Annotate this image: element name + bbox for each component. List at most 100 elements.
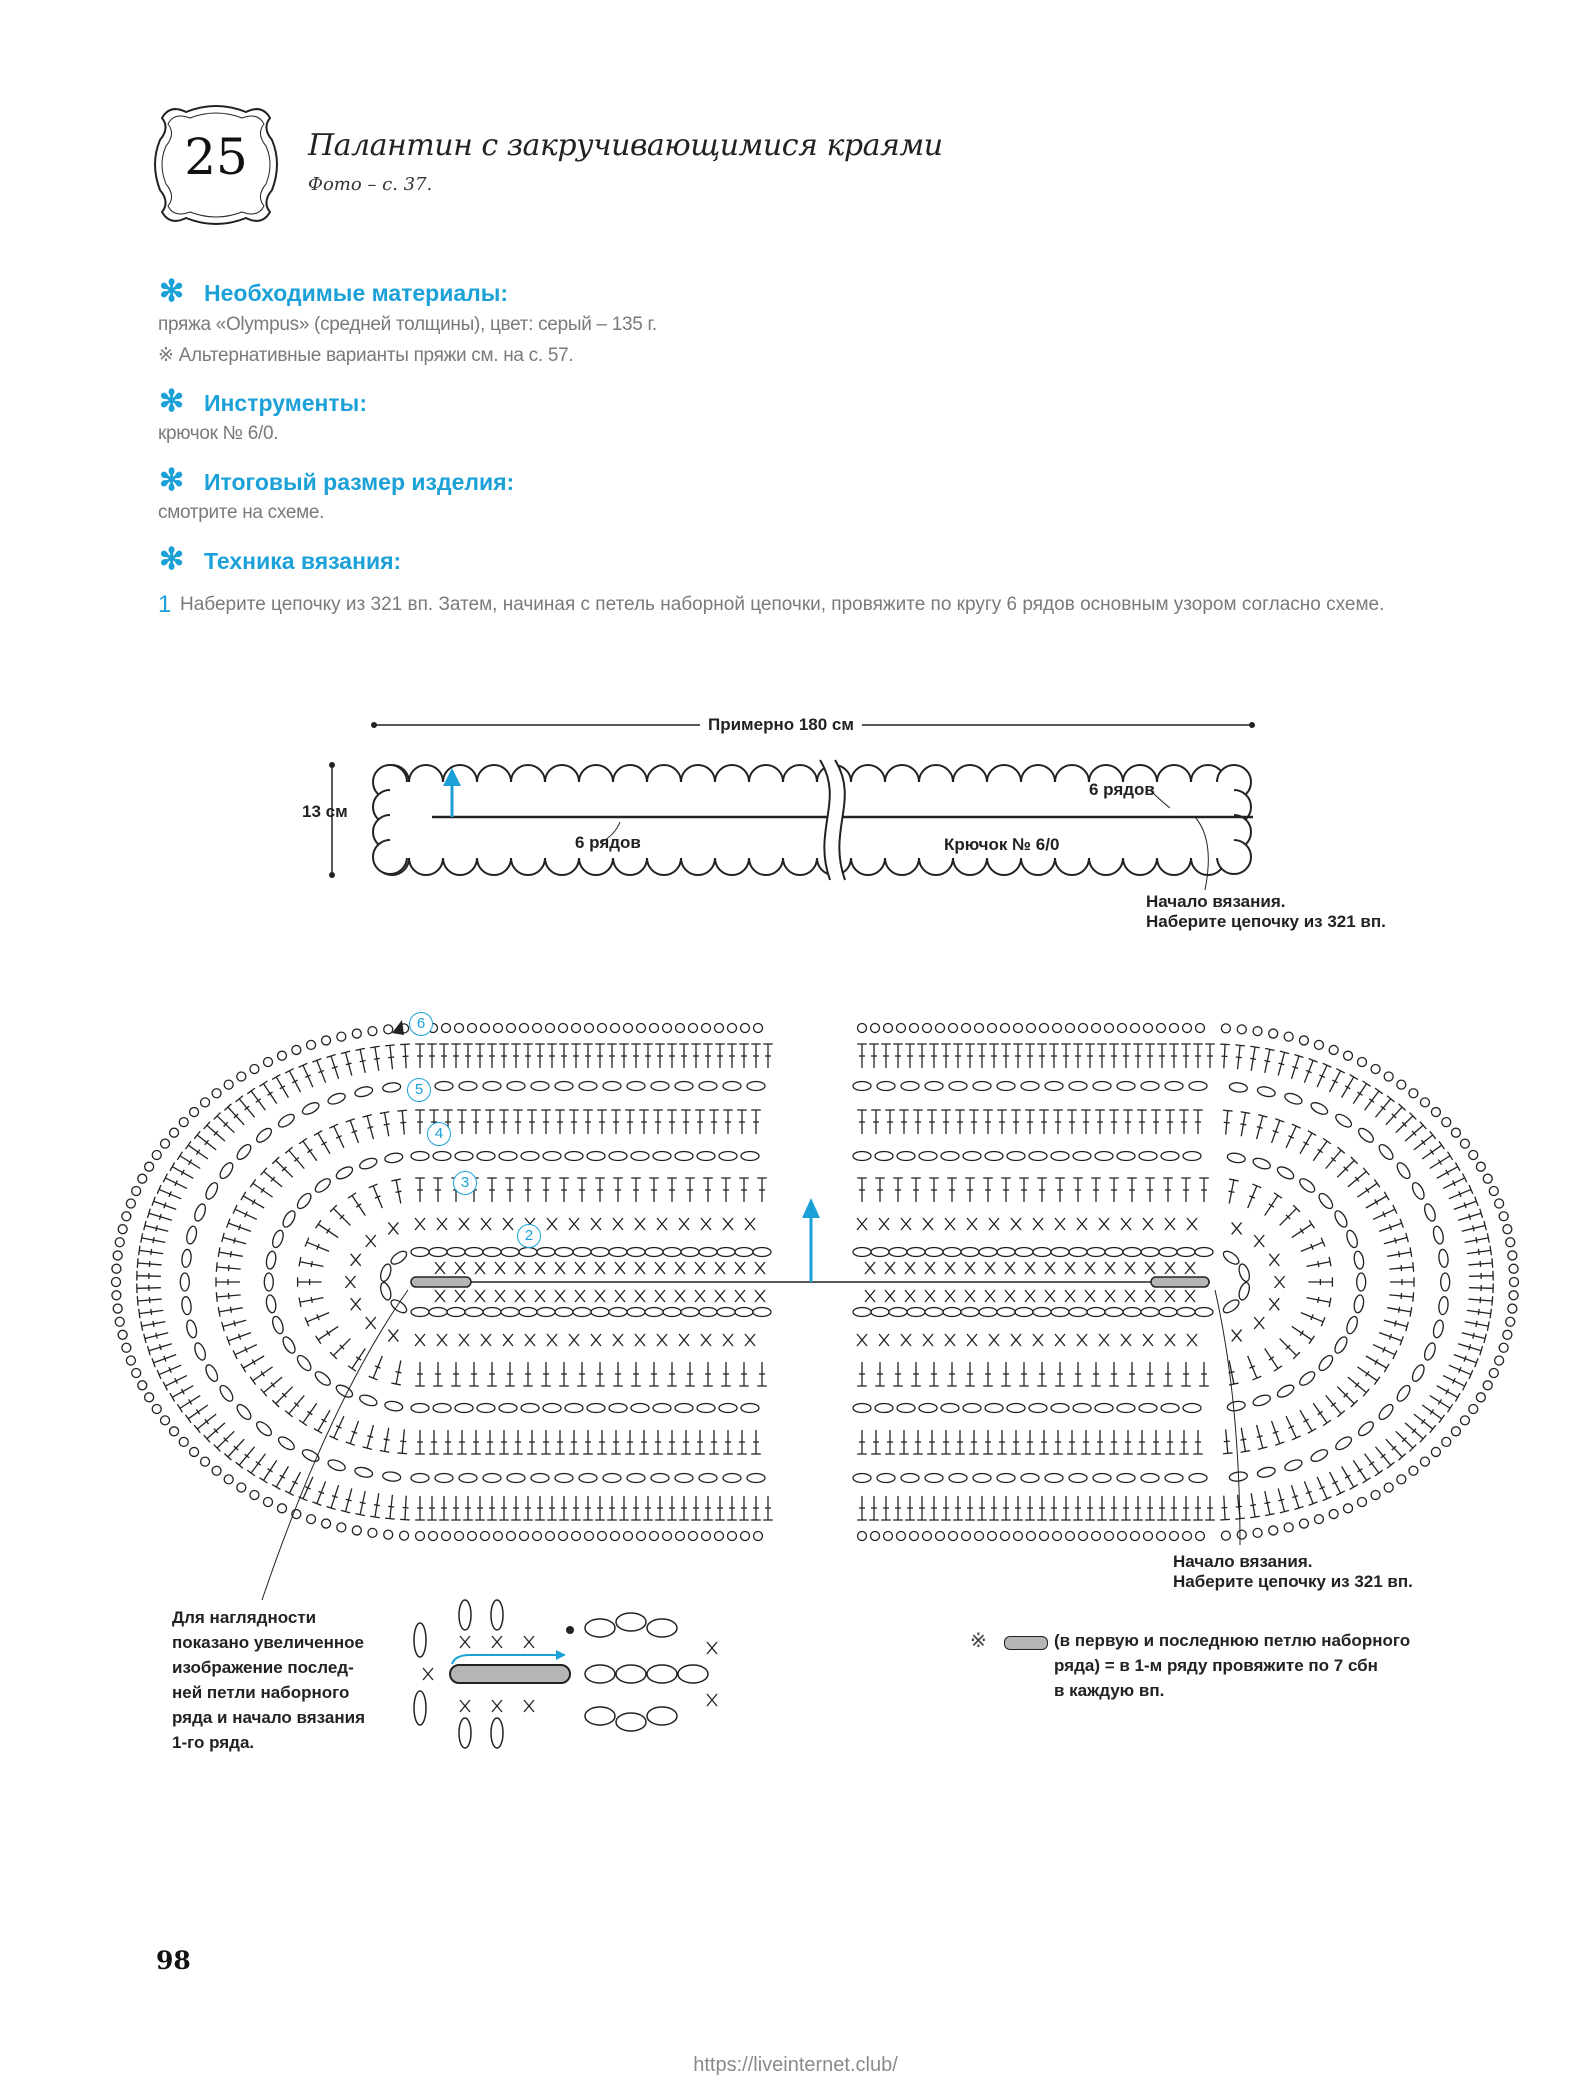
section-materials-heading: ✻Необходимые материалы:: [159, 277, 508, 307]
chain-stitch: [1068, 1472, 1088, 1484]
double-crochet-stitch: [751, 1109, 761, 1134]
picot-stitch: [752, 1022, 764, 1034]
double-crochet-stitch: [1352, 1459, 1371, 1484]
chain-stitch: [1092, 1080, 1112, 1092]
double-crochet-stitch: [739, 1043, 749, 1068]
double-crochet-stitch: [215, 1277, 240, 1287]
double-crochet-stitch: [1466, 1245, 1492, 1256]
picot-stitch: [1236, 1024, 1247, 1035]
single-crochet-stitch: [414, 1333, 426, 1347]
picot-stitch: [336, 1522, 347, 1533]
picot-stitch: [1370, 1489, 1381, 1501]
double-crochet-stitch: [415, 1177, 425, 1202]
picot-stitch: [131, 1185, 142, 1197]
chain-stitch: [1318, 1354, 1334, 1372]
picot-stitch: [492, 1022, 504, 1034]
chain-stitch: [1335, 1113, 1353, 1128]
double-crochet-stitch: [368, 1355, 383, 1381]
picot-stitch: [596, 1530, 608, 1542]
picot-stitch: [305, 1513, 317, 1525]
double-crochet-stitch: [953, 1043, 963, 1068]
single-crochet-stitch: [634, 1289, 646, 1303]
double-crochet-stitch: [1255, 1424, 1268, 1451]
chain-stitch: [482, 1472, 502, 1484]
double-crochet-stitch: [136, 1258, 162, 1268]
dimension-end-dot: [371, 722, 377, 728]
size-line: смотрите на схеме.: [158, 502, 325, 523]
double-crochet-stitch: [249, 1179, 273, 1198]
number-emblem-frame: [154, 105, 278, 225]
double-crochet-stitch: [1145, 1043, 1155, 1068]
double-crochet-stitch: [471, 1430, 481, 1455]
chain-stitch: [1116, 1150, 1136, 1162]
picot-stitch: [1181, 1530, 1193, 1542]
caption-line: 1-го ряда.: [172, 1733, 255, 1752]
picot-stitch: [1298, 1035, 1310, 1046]
double-crochet-stitch: [583, 1430, 593, 1455]
double-crochet-stitch: [475, 1043, 485, 1068]
single-crochet-stitch: [922, 1217, 934, 1231]
double-crochet-stitch: [151, 1196, 177, 1211]
double-crochet-stitch: [156, 1184, 182, 1200]
single-crochet-stitch: [1076, 1217, 1088, 1231]
single-crochet-stitch: [988, 1333, 1000, 1347]
chain-stitch: [1411, 1182, 1425, 1200]
double-crochet-stitch: [875, 1362, 885, 1387]
chain-stitch: [746, 1080, 766, 1092]
double-crochet-stitch: [1308, 1277, 1334, 1287]
chain-stitch: [1140, 1080, 1160, 1092]
double-crochet-stitch: [1025, 1430, 1035, 1455]
detail-diagram: [413, 1599, 718, 1749]
double-crochet-stitch: [1123, 1430, 1133, 1455]
chain-stitch: [996, 1080, 1016, 1092]
double-crochet-stitch: [1001, 1043, 1011, 1068]
double-crochet-stitch: [1133, 1043, 1143, 1068]
double-crochet-stitch: [490, 1717, 504, 1749]
double-crochet-stitch: [583, 1043, 593, 1068]
double-crochet-stitch: [169, 1162, 194, 1179]
double-crochet-stitch: [298, 1476, 314, 1502]
double-crochet-stitch: [271, 1156, 294, 1178]
picot-stitch: [622, 1022, 634, 1034]
chain-stitch: [265, 1250, 277, 1270]
picot-stitch: [453, 1022, 465, 1034]
double-crochet-stitch: [1073, 1043, 1083, 1068]
picot-stitch: [159, 1415, 171, 1426]
double-crochet-stitch: [625, 1430, 635, 1455]
chain-stitch: [852, 1150, 872, 1162]
double-crochet-stitch: [977, 1043, 987, 1068]
double-crochet-stitch: [875, 1177, 885, 1202]
chain-stitch: [1140, 1306, 1160, 1318]
double-crochet-stitch: [415, 1362, 425, 1387]
double-crochet-stitch: [857, 1496, 867, 1521]
double-crochet-stitch: [221, 1319, 247, 1332]
double-crochet-stitch: [1303, 1481, 1318, 1507]
double-crochet-stitch: [667, 1430, 677, 1455]
chain-stitch: [1353, 1250, 1365, 1270]
chain-stitch: [1050, 1402, 1070, 1414]
double-crochet-stitch: [737, 1109, 747, 1134]
double-crochet-stitch: [1169, 1043, 1179, 1068]
double-crochet-stitch: [397, 1109, 408, 1135]
double-crochet-stitch: [340, 1050, 353, 1076]
break-line: [834, 759, 846, 881]
double-crochet-stitch: [1442, 1173, 1468, 1190]
picot-stitch: [1430, 1446, 1442, 1458]
double-crochet-stitch: [857, 1177, 867, 1202]
single-crochet-stitch: [494, 1261, 506, 1275]
picot-stitch: [1012, 1022, 1024, 1034]
chain-stitch: [296, 1354, 312, 1372]
double-crochet-stitch: [555, 1109, 565, 1134]
picot-stitch: [544, 1022, 556, 1034]
double-crochet-stitch: [613, 1362, 623, 1387]
double-crochet-stitch: [1157, 1496, 1167, 1521]
picot-stitch: [262, 1496, 274, 1508]
double-crochet-stitch: [577, 1362, 587, 1387]
picot-stitch: [635, 1530, 647, 1542]
double-crochet-stitch: [681, 1430, 691, 1455]
picot-stitch: [1155, 1022, 1167, 1034]
chain-stitch: [506, 1472, 526, 1484]
chain-stitch: [972, 1080, 992, 1092]
double-crochet-stitch: [911, 1177, 921, 1202]
